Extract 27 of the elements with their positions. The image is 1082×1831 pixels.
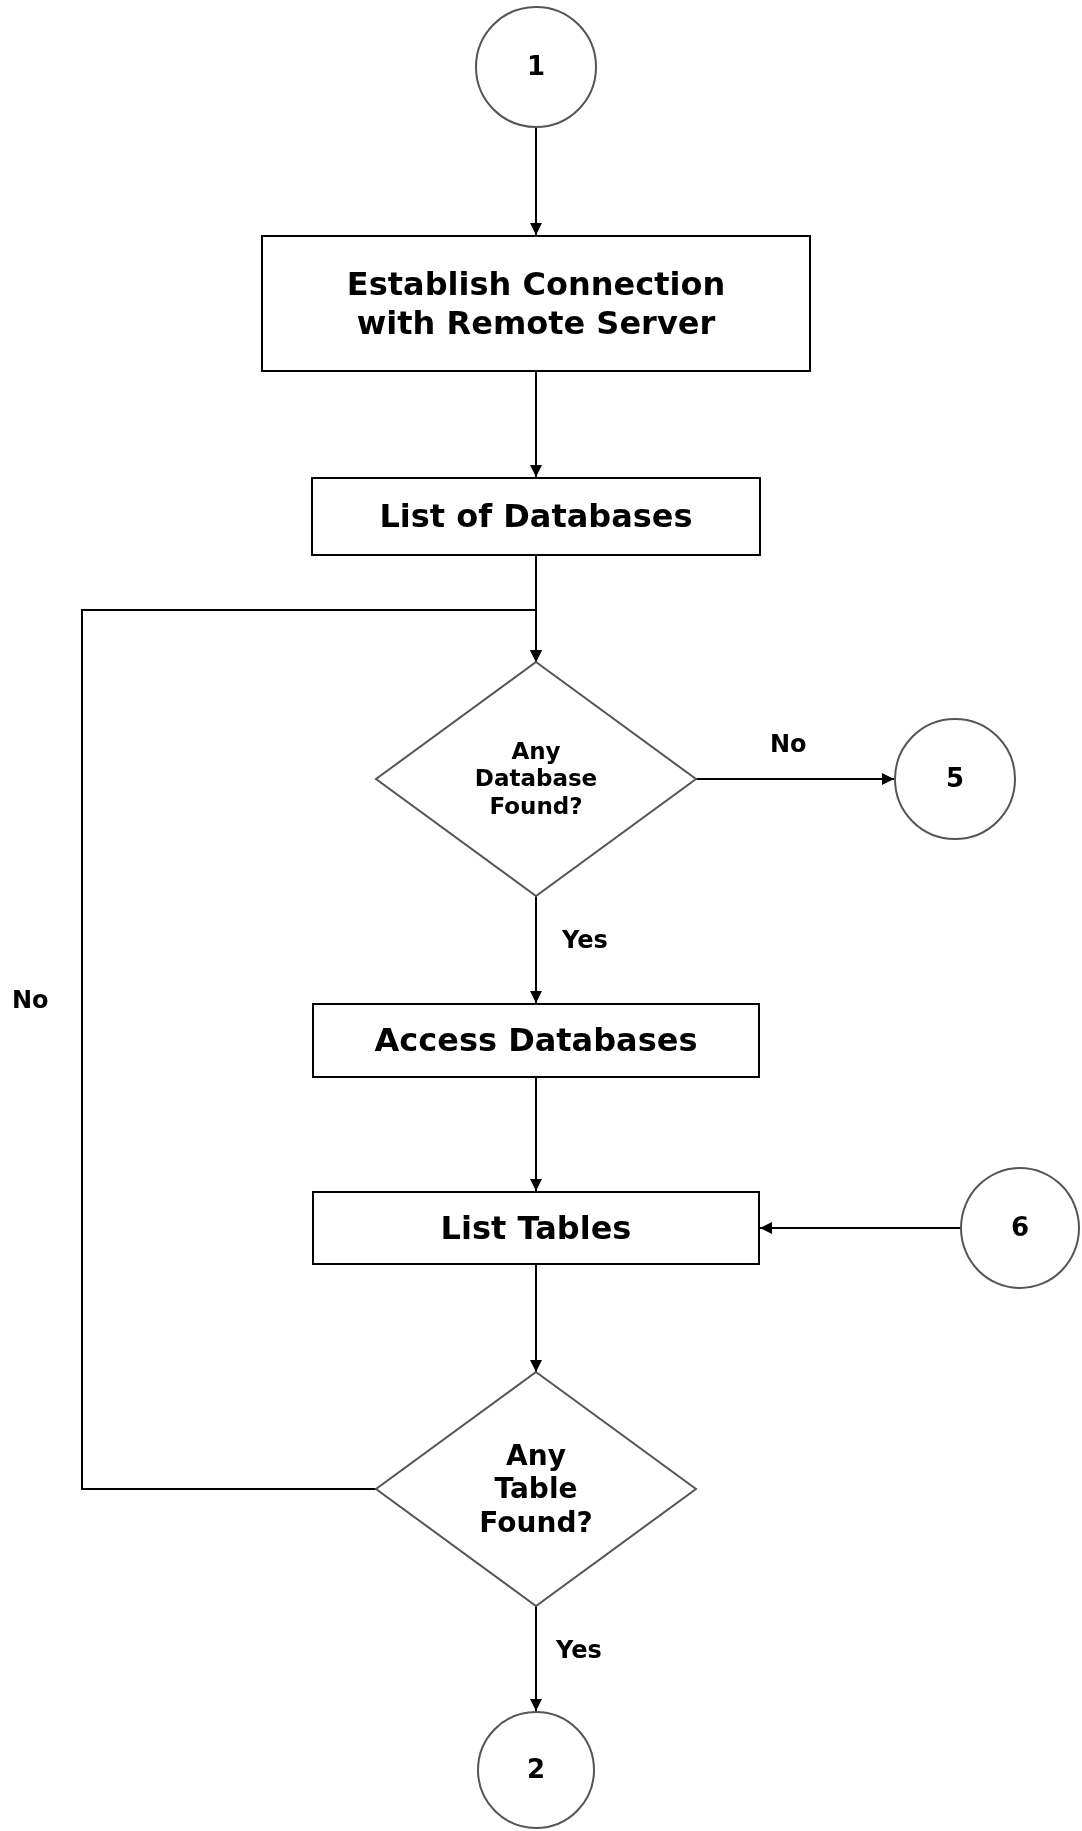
arrow (695, 773, 895, 785)
decision-text: Any Table Found? (479, 1438, 593, 1540)
process-box (311, 477, 761, 556)
arrow (530, 895, 542, 1004)
arrow (530, 127, 542, 236)
arrow (759, 1222, 961, 1234)
node-text: List Tables (440, 1208, 632, 1248)
process-box (312, 1003, 760, 1078)
arrow (530, 1077, 542, 1192)
process-box (312, 1191, 760, 1265)
decision-text: Any Database Found? (474, 737, 598, 821)
arrow (530, 1605, 542, 1712)
node-text: 5 (945, 763, 965, 795)
node-text: 6 (1010, 1212, 1030, 1244)
node-text: 1 (526, 51, 546, 83)
node-text: Access Databases (374, 1021, 698, 1060)
arrow (530, 1264, 542, 1373)
edge-label: No (770, 730, 807, 758)
edge-label: Yes (562, 926, 608, 954)
process-box (261, 235, 811, 372)
node-text: List of Databases (379, 497, 693, 536)
node-text: Establish Connection with Remote Server (345, 265, 727, 342)
edge-label: Yes (556, 1636, 602, 1664)
edge-label: No (12, 986, 49, 1014)
arrow (81, 609, 542, 1490)
arrow (530, 371, 542, 478)
node-text: 2 (526, 1754, 546, 1786)
